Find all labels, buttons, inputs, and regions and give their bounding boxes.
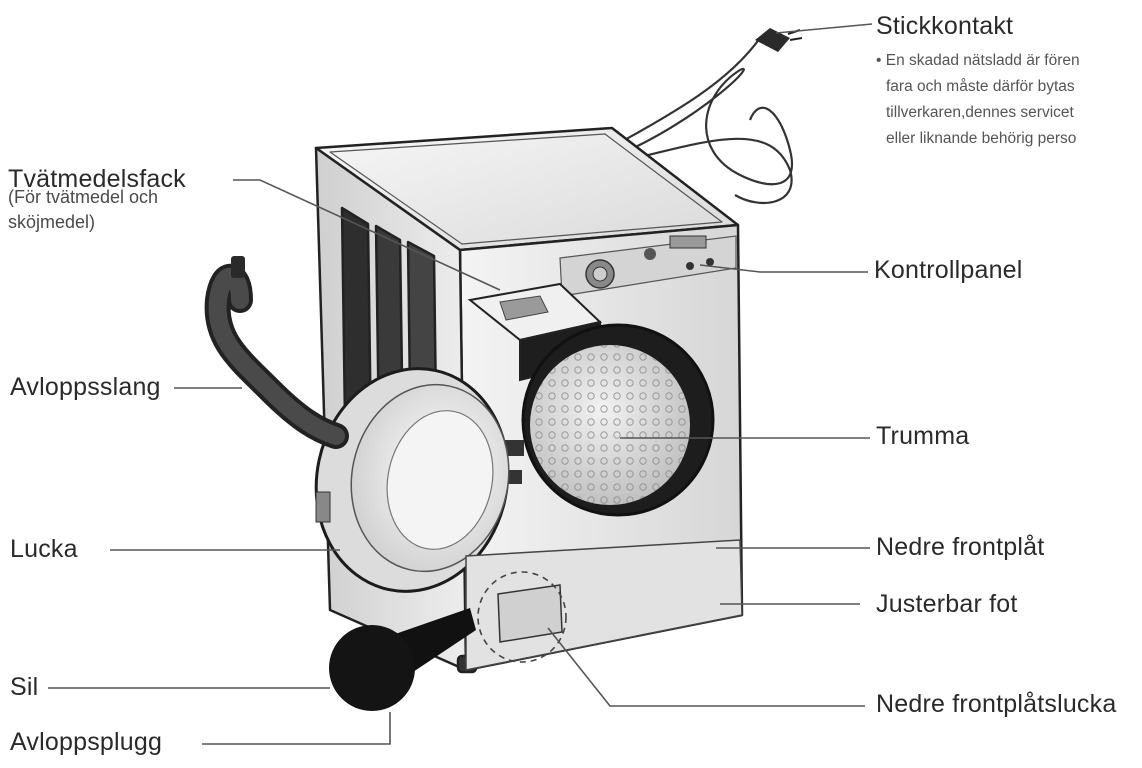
stickkontakt-note-line-2: fara och måste därför bytas [886, 78, 1075, 95]
control-panel [559, 235, 737, 297]
lower-panel-flap [465, 539, 743, 671]
label-stickkontakt: Stickkontakt [876, 12, 1014, 40]
stickkontakt-note-line-4: eller liknande behörig perso [886, 130, 1077, 147]
leader-lines [48, 23, 873, 745]
label-tvatmedelsfack: Tvätmedelsfack [8, 165, 186, 193]
drum [496, 323, 715, 517]
hose-end-icon [231, 256, 245, 278]
power-cord [609, 37, 793, 205]
label-kontrollpanel: Kontrollpanel [874, 256, 1023, 284]
stickkontakt-note-line-1: • En skadad nätsladd är fören [876, 52, 1080, 69]
label-justerbar-fot: Justerbar fot [876, 590, 1018, 618]
label-avloppsplugg: Avloppsplugg [10, 728, 163, 756]
stickkontakt-note: • En skadad nätsladd är fören fara och m… [876, 48, 1080, 152]
label-nedre-frontplatslucka: Nedre frontplåtslucka [876, 690, 1117, 718]
stickkontakt-note-line-3: tillverkaren,dennes servicet [886, 104, 1074, 121]
tvatmedelsfack-note-line-2: sköjmedel) [8, 212, 96, 232]
open-door [314, 367, 510, 593]
label-trumma: Trumma [876, 422, 970, 450]
tvatmedelsfack-note-line-1: (För tvätmedel och [8, 187, 159, 207]
tvatmedelsfack-note: (För tvätmedel och sköjmedel) [8, 185, 158, 235]
label-avloppsslang: Avloppsslang [10, 373, 161, 401]
drain-hose [204, 263, 349, 449]
label-sil: Sil [10, 673, 39, 701]
label-nedre-frontplat: Nedre frontplåt [876, 533, 1045, 561]
filter-detail [329, 608, 476, 711]
label-lucka: Lucka [10, 535, 78, 563]
